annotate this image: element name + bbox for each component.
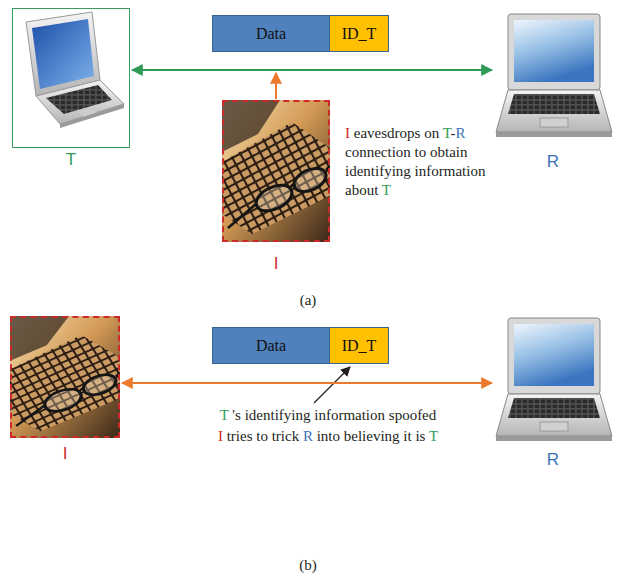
text-run: R (303, 428, 313, 444)
laptop-illustration (496, 318, 612, 441)
id-field: ID_T (329, 327, 389, 364)
receiver-frame: R (494, 6, 612, 148)
field-label: Data (256, 337, 286, 355)
label-slot: (a) (88, 291, 528, 310)
text-run: connection to obtain identifying informa… (345, 144, 485, 198)
text-run: T (220, 407, 229, 423)
text-run: R (455, 125, 465, 141)
data-field: Data (212, 15, 330, 52)
text-run: (b) (299, 557, 317, 573)
text-run: (a) (300, 292, 317, 308)
node-name: T (13, 150, 129, 170)
receiver-frame: R (494, 306, 612, 446)
text-run: I (218, 428, 223, 444)
id-field: ID_T (329, 15, 389, 52)
laptop-photo (10, 316, 120, 438)
laptop-photo (222, 100, 330, 242)
label-slot: (b) (88, 556, 528, 575)
field-label: Data (256, 25, 286, 43)
link-line (132, 69, 492, 71)
data-field: Data (212, 327, 330, 364)
label-slot: I tries to trick R into believing it is … (108, 427, 548, 446)
spoof-link-line (122, 382, 492, 384)
note-text: I tries to trick R into believing it is … (108, 427, 548, 446)
intruder-frame: I (10, 316, 120, 438)
text-run: tries to trick (223, 428, 303, 444)
text-run: T (443, 125, 451, 141)
text-run: T (382, 182, 391, 198)
panel-label: (a) (88, 291, 528, 310)
panel-label: (b) (88, 556, 528, 575)
laptop-base (36, 80, 124, 124)
laptop-keyboard (46, 85, 112, 114)
field-label: ID_T (342, 337, 377, 355)
note-text: I eavesdrops on T-R connection to obtain… (345, 124, 517, 200)
text-run: 's identifying information spoofed (229, 407, 437, 423)
intruder-frame: I (222, 100, 330, 242)
leader-arrow (314, 367, 350, 403)
node-name: R (494, 152, 612, 172)
laptop-illustration (26, 12, 124, 128)
field-label: ID_T (342, 25, 377, 43)
label-slot: T 's identifying information spoofed (108, 406, 548, 425)
node-name: I (12, 444, 118, 464)
node-name: R (494, 450, 612, 470)
text-run: into believing it is (313, 428, 429, 444)
laptop-front (60, 104, 124, 128)
laptop-screen (32, 19, 94, 89)
laptop-illustration (496, 14, 612, 137)
eavesdrop-arrow (275, 73, 277, 99)
text-run: T (429, 428, 438, 444)
terminal-frame: T (12, 8, 130, 148)
note-text: T 's identifying information spoofed (108, 406, 548, 425)
node-name: I (224, 254, 328, 274)
text-run: eavesdrops on (350, 125, 443, 141)
label-slot: I eavesdrops on T-R connection to obtain… (345, 124, 517, 200)
text-run: - (450, 125, 455, 141)
text-run: I (345, 125, 350, 141)
